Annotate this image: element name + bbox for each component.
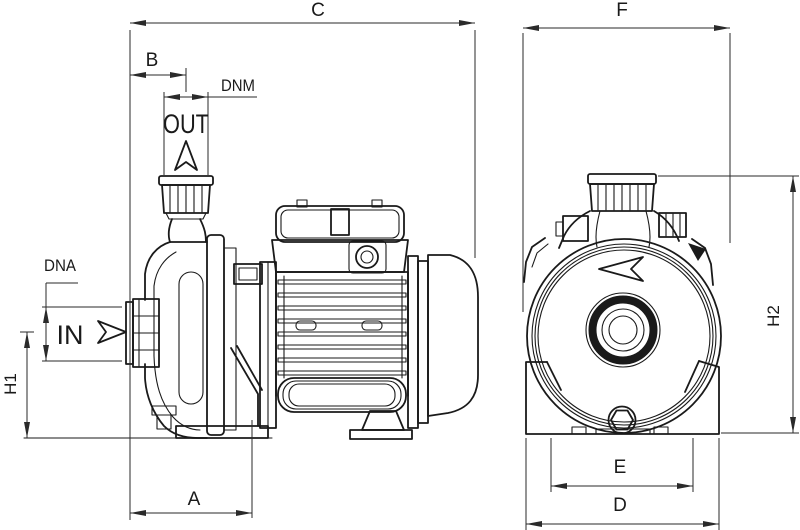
in-flow-arrow-icon: [97, 320, 127, 344]
dimension-c: C: [129, 0, 476, 520]
drain-plug: [151, 405, 177, 430]
terminal-box-lid: [275, 205, 405, 243]
dim-dna-label: DNA: [44, 256, 77, 275]
motor: [259, 199, 479, 440]
dim-dnm-label: DNM: [221, 76, 255, 95]
suction-port: [585, 292, 661, 368]
dimension-h1: H1: [1, 331, 34, 438]
fan-cover: [427, 254, 479, 417]
outlet-fitting-front: [523, 173, 714, 286]
in-label: IN: [57, 320, 84, 350]
dimension-h2: H2: [658, 175, 799, 434]
dim-a-label: A: [188, 489, 201, 510]
front-foot: [175, 425, 269, 439]
out-flow-arrow-icon: [174, 140, 198, 171]
hex-drain-plug: [607, 405, 637, 435]
terminal-box: [271, 239, 409, 273]
front-view: F H2 E D: [522, 0, 799, 530]
dimension-dna: DNA: [42, 256, 122, 362]
dimension-f: F: [522, 0, 731, 312]
base-front: [525, 360, 720, 435]
cooling-fins: [277, 275, 407, 379]
dimension-a: A: [130, 420, 253, 518]
dimension-d: D: [525, 438, 720, 530]
side-view: C B DNM OUT DNA IN: [1, 0, 479, 520]
dim-c-label: C: [311, 0, 325, 21]
cable-gland: [355, 245, 379, 269]
pump-body-front: [526, 238, 722, 434]
support-bracket: [175, 263, 269, 439]
rear-foot: [361, 410, 405, 431]
dim-f-label: F: [616, 0, 628, 21]
dimension-dnm: DNM: [163, 76, 257, 175]
dim-e-label: E: [614, 457, 627, 478]
dim-h2-label: H2: [764, 305, 783, 327]
dim-d-label: D: [613, 495, 627, 516]
pump-casing: [144, 234, 237, 439]
outlet-fitting: [158, 175, 214, 243]
dim-h1-label: H1: [1, 373, 20, 395]
in-port-annotation: IN: [57, 320, 127, 350]
dim-b-label: B: [146, 50, 159, 71]
rotation-arrow-icon: [598, 256, 644, 282]
out-label: OUT: [163, 109, 209, 139]
dimension-e: E: [550, 438, 694, 492]
dimension-b: B: [130, 50, 187, 92]
out-port-annotation: OUT: [163, 109, 209, 171]
